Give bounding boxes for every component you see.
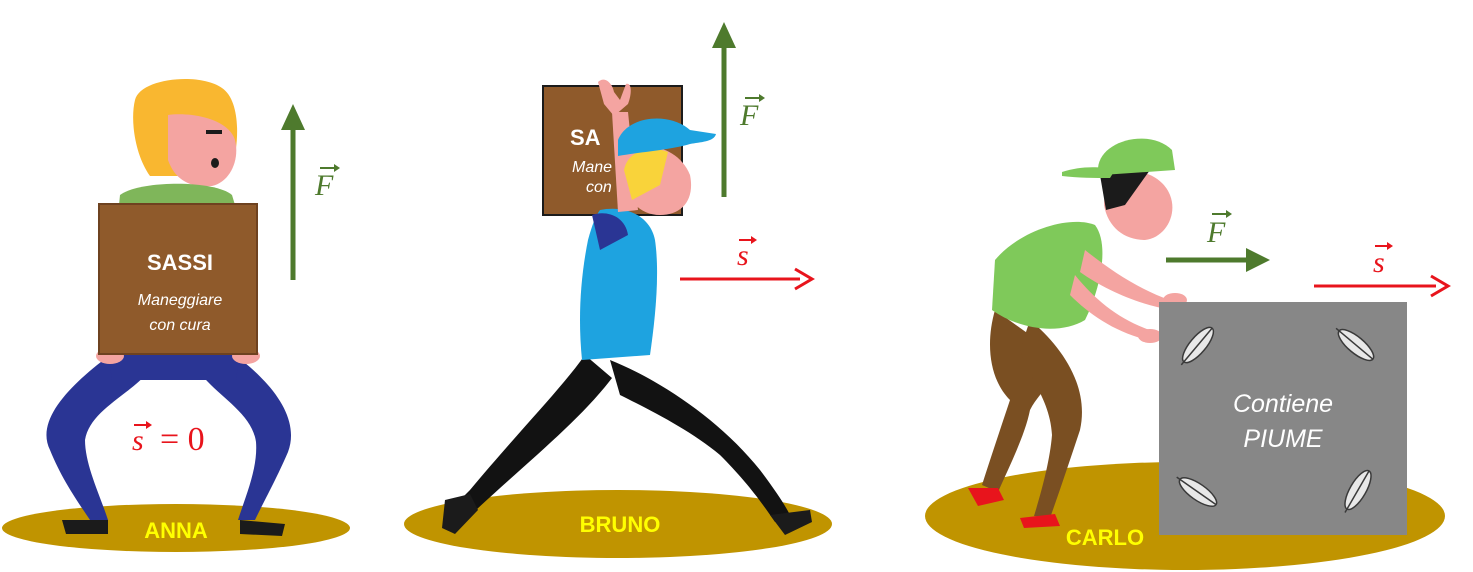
name-bruno: BRUNO [580,512,661,537]
carlo-box-line2: PIUME [1243,425,1323,453]
bruno-head [618,118,716,215]
carlo-head [1062,138,1175,240]
anna-head [118,78,238,215]
svg-text:F: F [739,99,759,132]
carlo-force-arrow [1166,248,1270,272]
carlo-box: Contiene PIUME [1159,302,1407,535]
anna-legs [46,352,292,536]
feather-icon [1176,476,1218,507]
svg-text:F: F [1206,216,1226,249]
bruno-box-line1: Mane [572,159,612,176]
anna-box-title: SASSI [147,250,213,275]
anna-displacement-label: s = 0 [132,421,205,458]
carlo-legs [968,310,1082,528]
carlo-force-label: F [1206,210,1232,249]
carlo-box-line1: Contiene [1233,390,1333,418]
feather-icon [1344,469,1372,513]
scene-carlo: Contiene PIUME F [925,138,1451,570]
svg-text:s: s [737,239,749,272]
bruno-force-label: F [739,94,765,132]
svg-text:s: s [1373,246,1385,279]
bruno-force-arrow [712,22,736,197]
name-anna: ANNA [144,518,208,543]
carlo-torso [992,221,1103,329]
bruno-legs [442,355,812,535]
bruno-displacement-arrow [680,267,815,291]
anna-box: SASSI Maneggiare con cura [98,203,258,355]
carlo-displacement-label: s [1373,242,1393,279]
feather-icon [1180,326,1215,366]
anna-force-arrow [281,104,305,280]
anna-box-line1: Maneggiare [138,292,223,309]
anna-force-label: F [314,164,340,202]
bruno-box-line2: con [586,179,612,196]
scene-anna: SASSI Maneggiare con cura F s = 0 ANNA [2,78,350,552]
feather-icon [1335,327,1375,362]
anna-box-line2: con cura [149,317,210,334]
bruno-displacement-label: s [737,236,757,272]
bruno-torso [580,208,658,360]
ground-bruno [404,490,832,558]
anna-displacement-eq: = 0 [160,421,205,458]
svg-text:F: F [314,169,334,202]
svg-text:s: s [132,424,144,457]
carlo-displacement-arrow [1314,274,1451,298]
name-carlo: CARLO [1066,525,1144,550]
bruno-box-title: SA [570,125,601,150]
scene-bruno: SA Mane con [404,22,832,558]
